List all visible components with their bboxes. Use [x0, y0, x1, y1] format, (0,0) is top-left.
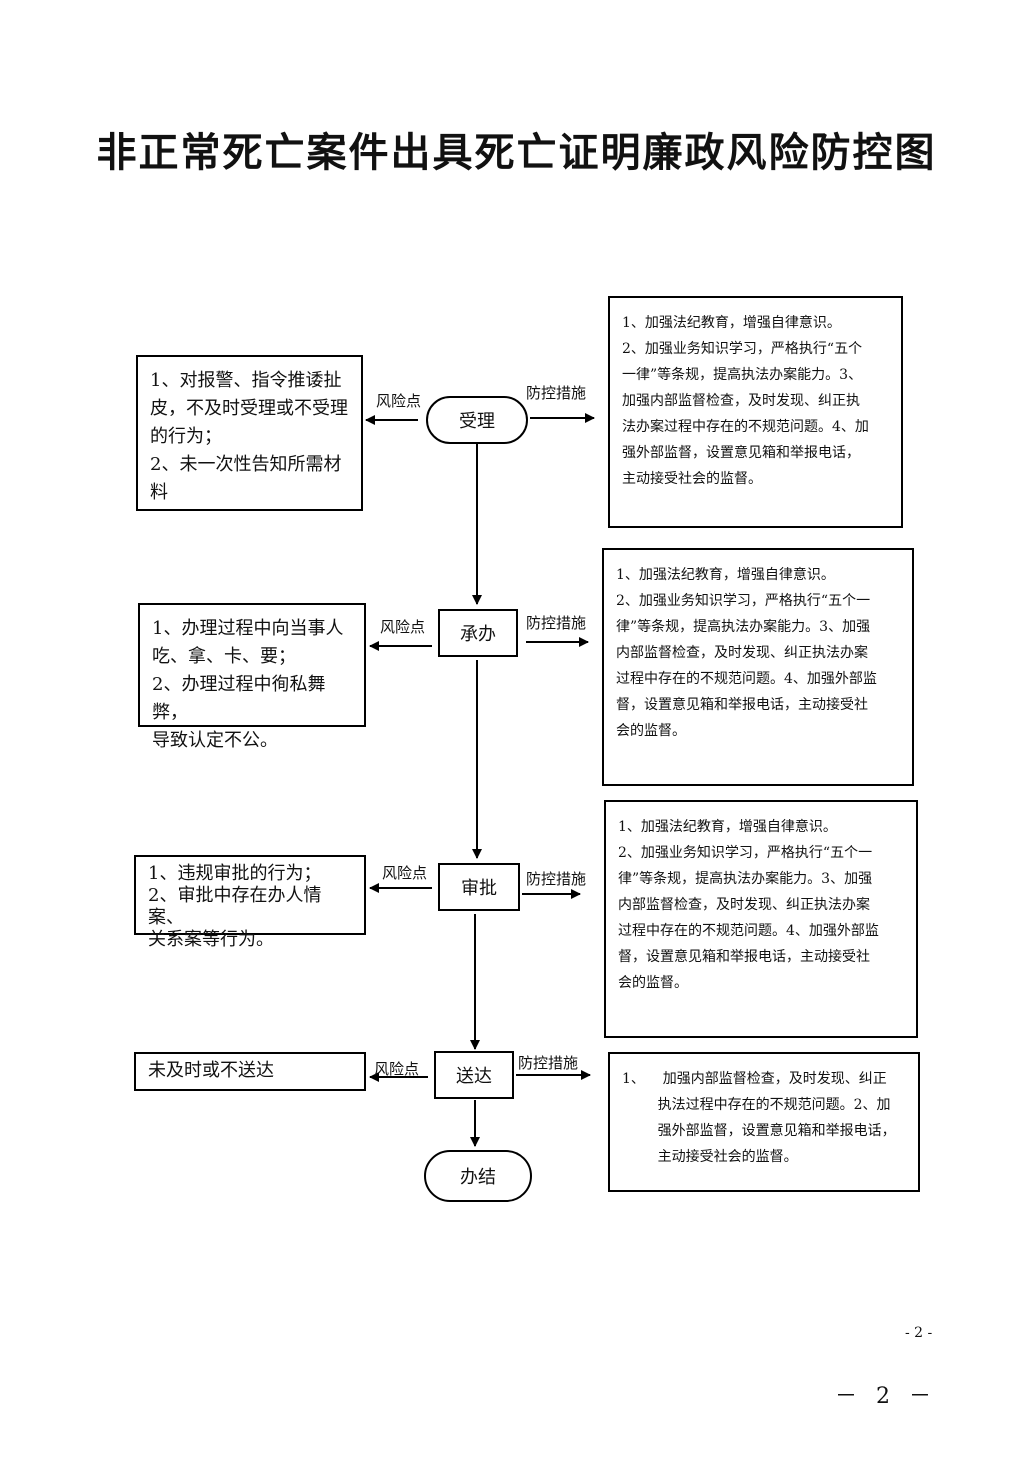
control-line: 2、加强业务知识学习，严格执行“五个 [622, 341, 863, 357]
control-line: 督，设置意见箱和举报电话，主动接受社 [618, 949, 870, 965]
control-line: 2、加强业务知识学习，严格执行“五个一 [618, 845, 873, 861]
control-line: 强外部监督，设置意见箱和举报电话， [622, 1123, 896, 1139]
risk-line: 皮，不及时受理或不受理 [150, 398, 348, 419]
control-line: 2、加强业务知识学习，严格执行“五个一 [616, 593, 871, 609]
control-line: 内部监督检查，及时发现、纠正执法办案 [618, 897, 870, 913]
control-line: 1、加强法纪教育，增强自律意识。 [622, 315, 841, 331]
risk-line: 导致认定不公。 [152, 730, 278, 751]
risk-line: 吃、拿、卡、要； [152, 646, 296, 667]
control-line: 主动接受社会的监督。 [622, 471, 762, 487]
control-box-approve: 1、加强法纪教育，增强自律意识。 2、加强业务知识学习，严格执行“五个一 律”等… [604, 800, 918, 1038]
control-line: 督，设置意见箱和举报电话，主动接受社 [616, 697, 868, 713]
control-label-2: 防控措施 [526, 614, 587, 632]
step-handle: 承办 [438, 609, 518, 657]
control-line: 过程中存在的不规范问题。4、加强外部监 [616, 671, 877, 687]
step-approve: 审批 [438, 863, 520, 911]
risk-label-1: 风险点 [376, 392, 422, 410]
risk-line: 2、办理过程中徇私舞弊， [152, 674, 326, 723]
risk-line: 1、违规审批的行为； [148, 863, 322, 884]
control-line: 律”等条规，提高执法办案能力。3、加强 [618, 871, 873, 887]
control-box-accept: 1、加强法纪教育，增强自律意识。 2、加强业务知识学习，严格执行“五个 一律”等… [608, 296, 903, 528]
risk-box-accept: 1、对报警、指令推诿扯 皮，不及时受理或不受理 的行为； 2、未一次性告知所需材… [136, 355, 363, 511]
control-label-4: 防控措施 [518, 1054, 579, 1072]
control-line: 内部监督检查，及时发现、纠正执法办案 [616, 645, 868, 661]
control-line: 1、加强法纪教育，增强自律意识。 [618, 819, 837, 835]
control-line: 1、加强法纪教育，增强自律意识。 [616, 567, 835, 583]
control-line: 会的监督。 [618, 975, 688, 991]
control-label-3: 防控措施 [526, 870, 587, 888]
risk-box-approve: 1、违规审批的行为； 2、审批中存在办人情案、 关系案等行为。 [134, 855, 366, 950]
risk-label-3: 风险点 [382, 864, 428, 882]
control-label-1: 防控措施 [526, 384, 587, 402]
control-line: 律”等条规，提高执法办案能力。3、加强 [616, 619, 871, 635]
risk-line: 2、审批中存在办人情案、 [148, 885, 322, 928]
risk-line: 的行为； [150, 426, 222, 447]
step-accept: 受理 [426, 396, 528, 444]
risk-line: 1、办理过程中向当事人 [152, 618, 344, 639]
control-box-deliver: 1、 加强内部监督检查，及时发现、纠正 执法过程中存在的不规范问题。2、加 强外… [608, 1052, 920, 1192]
risk-label-4: 风险点 [374, 1060, 420, 1078]
control-line: 主动接受社会的监督。 [622, 1149, 798, 1165]
control-line: 过程中存在的不规范问题。4、加强外部监 [618, 923, 879, 939]
risk-line: 未及时或不送达 [148, 1060, 274, 1081]
control-line: 加强内部监督检查，及时发现、纠正执 [622, 393, 860, 409]
control-line: 执法过程中存在的不规范问题。2、加 [622, 1097, 891, 1113]
risk-line: 料 [150, 482, 168, 503]
risk-label-2: 风险点 [380, 618, 426, 636]
page-number-small: - 2 - [905, 1325, 933, 1341]
page-title: 非正常死亡案件出具死亡证明廉政风险防控图 [96, 129, 937, 176]
control-line: 强外部监督，设置意见箱和举报电话， [622, 445, 860, 461]
control-line: 法办案过程中存在的不规范问题。4、加 [622, 419, 869, 435]
page-number-large: － 2 － [835, 1384, 937, 1409]
risk-box-deliver: 未及时或不送达 [134, 1052, 366, 1091]
control-line: 1、 加强内部监督检查，及时发现、纠正 [622, 1071, 887, 1087]
step-close: 办结 [424, 1150, 532, 1202]
control-line: 一律”等条规，提高执法办案能力。3、 [622, 367, 863, 383]
risk-line: 1、对报警、指令推诿扯 [150, 370, 342, 391]
risk-box-handle: 1、办理过程中向当事人 吃、拿、卡、要； 2、办理过程中徇私舞弊， 导致认定不公… [138, 603, 366, 751]
control-line: 会的监督。 [616, 723, 686, 739]
control-box-handle: 1、加强法纪教育，增强自律意识。 2、加强业务知识学习，严格执行“五个一 律”等… [602, 548, 914, 786]
risk-line: 2、未一次性告知所需材 [150, 454, 342, 475]
step-deliver: 送达 [434, 1051, 514, 1099]
risk-line: 关系案等行为。 [148, 929, 274, 950]
